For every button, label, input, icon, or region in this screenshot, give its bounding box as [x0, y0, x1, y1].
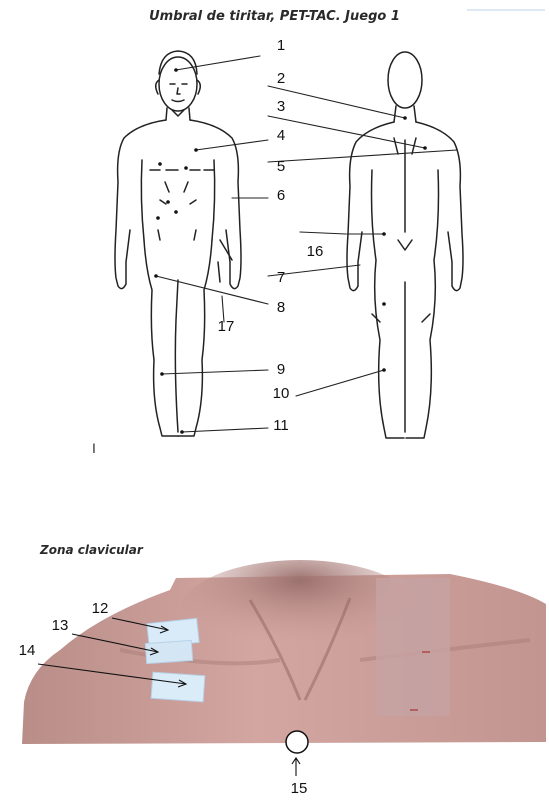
label-10: 10: [270, 385, 292, 402]
label-7: 7: [270, 269, 292, 286]
label-6: 6: [270, 187, 292, 204]
label-12: 12: [89, 600, 111, 617]
label-1: 1: [270, 37, 292, 54]
back-figure: [347, 52, 463, 438]
label-13: 13: [49, 617, 71, 634]
label-2: 2: [270, 70, 292, 87]
label-14: 14: [16, 642, 38, 659]
label-11: 11: [270, 417, 292, 434]
label-16: 16: [304, 243, 326, 260]
section-title-zona: Zona clavicular: [40, 543, 143, 557]
label-15: 15: [288, 780, 310, 797]
clavicle-photo: [22, 560, 546, 776]
label-4: 4: [270, 127, 292, 144]
stray-mark: I: [92, 440, 96, 456]
label-8: 8: [270, 299, 292, 316]
label-9: 9: [270, 361, 292, 378]
front-figure: [115, 51, 241, 436]
label-5: 5: [270, 158, 292, 175]
label-17: 17: [215, 318, 237, 335]
label-3: 3: [270, 98, 292, 115]
